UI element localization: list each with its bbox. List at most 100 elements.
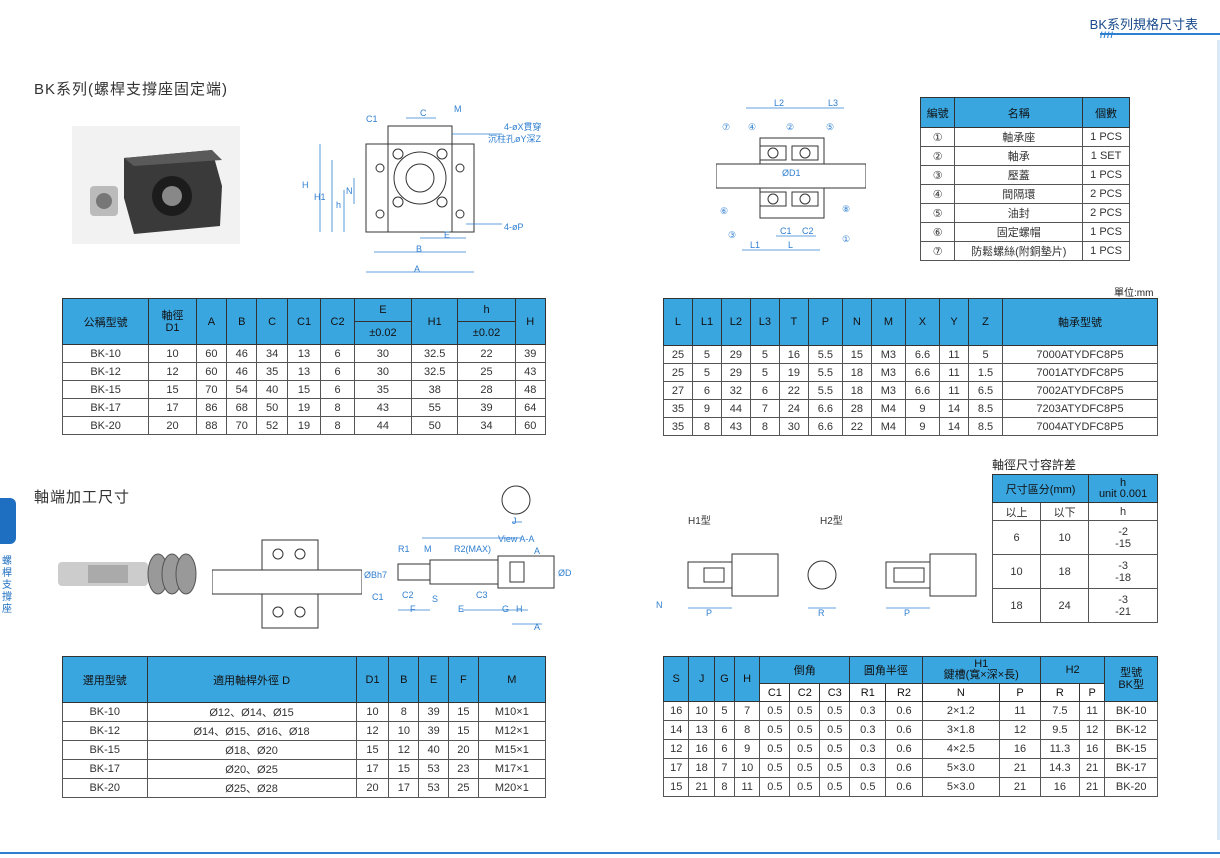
kt-cell: 7.5 [1039,701,1080,721]
t1-header-h-tol: ±0.02 [457,321,516,345]
kt-cell: 0.6 [885,701,923,721]
t2-cell: 25 [663,345,693,364]
shaft-label-Db: ØBh7 [364,570,387,580]
t2-cell: 35 [663,417,693,436]
t1-cell: 46 [226,344,258,363]
st-header: D1 [355,656,390,703]
tol-cell-range: -3-21 [1088,588,1158,623]
t2-header: N [841,298,872,346]
st-header: 適用軸桿外徑 D [146,656,357,703]
tol-cell: 24 [1040,588,1090,623]
kt-cell: 0.5 [789,758,821,778]
kt-sub-header: C1 [759,683,791,702]
t1-header-E-tol: ±0.02 [353,321,412,345]
t1-cell: 20 [148,416,197,435]
kt-cell: 12 [662,739,690,759]
shaft-label-A-top: A [534,546,540,556]
t2-cell: 29 [720,363,751,382]
st-header: F [447,656,479,703]
kt-cell: 11 [733,777,761,797]
tolerance-caption: 軸徑尺寸容許差 [992,458,1077,472]
t2-cell: 30 [778,417,809,436]
parts-cell: 壓蓋 [954,165,1084,185]
t2-cell: 5 [749,363,780,382]
t2-cell: 24 [778,399,809,418]
parts-cell: 2 PCS [1082,184,1130,204]
st-cell: BK-17 [62,759,148,779]
shaft-label-C1: C1 [372,592,384,602]
keyway-label-N: N [656,600,663,610]
keyway-spec-table: S J G H 倒角 圓角半徑 H1 鍵槽(寬×深×長) H2 型號 BK型 C… [662,656,1158,797]
shaft-label-H: H [516,604,523,614]
kt-cell: 14 [662,720,690,740]
t2-cell: 11 [939,381,969,400]
t2-cell: 6 [749,381,780,400]
shaft-label-R2: R2(MAX) [454,544,491,554]
t1-cell: 15 [148,380,197,399]
kt-cell: 0.5 [759,739,791,759]
t2-cell: 5.5 [807,381,843,400]
t2-cell: 5 [967,345,1004,364]
st-cell: Ø18、Ø20 [146,740,357,760]
t1-cell: 52 [256,416,288,435]
t2-cell: 5 [691,363,722,382]
parts-cell: ③ [919,165,956,185]
t2-cell: M4 [870,399,906,418]
kt-cell: 5×3.0 [921,758,1001,778]
parts-cell: 防鬆螺絲(附銅墊片) [954,241,1084,261]
t2-cell: M4 [870,417,906,436]
kt-cell: 16 [999,739,1041,759]
t2-header: X [904,298,941,346]
st-cell: 53 [418,759,449,779]
st-cell: 39 [418,702,449,722]
t2-cell: 25 [663,363,693,382]
shaft-label-F: F [410,604,416,614]
t1-cell: 48 [514,380,547,399]
tol-upper: -3 [1118,559,1128,572]
product-photo [72,126,240,244]
kt-cell: 0.5 [789,739,821,759]
shaft-label-C3: C3 [476,590,488,600]
t1-cell: 28 [457,380,516,399]
parts-header-no: 編號 [919,97,956,128]
tol-subheader-h: h [1088,502,1158,521]
t1-header-E: E [353,298,412,322]
st-cell: Ø25、Ø28 [146,778,357,798]
dim-label-D1-b: ØD1 [782,168,801,178]
parts-cell: 1 SET [1082,146,1130,166]
callout-7: ⑦ [722,122,730,132]
kt-header-key: H1 鍵槽(寬×深×長) [921,656,1041,684]
st-cell: M10×1 [477,702,547,722]
t2-header: L3 [749,298,780,346]
t1-cell: 55 [410,398,459,417]
tol-subheader-below: 以下 [1040,502,1090,521]
t1-cell: BK-12 [61,362,150,381]
st-cell: Ø20、Ø25 [146,759,357,779]
kt-cell: BK-12 [1104,720,1158,740]
callout-1: ① [842,234,850,244]
t2-header: L [663,298,693,346]
dimension-table-1: 公稱型號 軸徑 D1 A B C C1 C2 E H1 h H ±0.02 ±0… [61,298,547,435]
parts-cell: 油封 [954,203,1084,223]
t2-header: Y [939,298,969,346]
parts-cell: 軸承座 [954,127,1084,147]
t1-header-A: A [195,298,228,345]
kt-cell: 0.6 [885,758,923,778]
shaft-label-M: M [424,544,432,554]
st-cell: 12 [355,721,390,741]
st-cell: 8 [388,702,420,722]
t2-cell: 22 [778,381,809,400]
t2-cell: 14 [939,417,969,436]
callout-2: ② [786,122,794,132]
t1-cell: 12 [148,362,197,381]
t1-cell: 50 [410,416,459,435]
t2-cell: 27 [663,381,693,400]
side-tab-marker[interactable] [0,498,16,544]
t2-header: T [778,298,809,346]
t1-cell: 68 [226,398,258,417]
kt-cell: 6 [713,739,735,759]
